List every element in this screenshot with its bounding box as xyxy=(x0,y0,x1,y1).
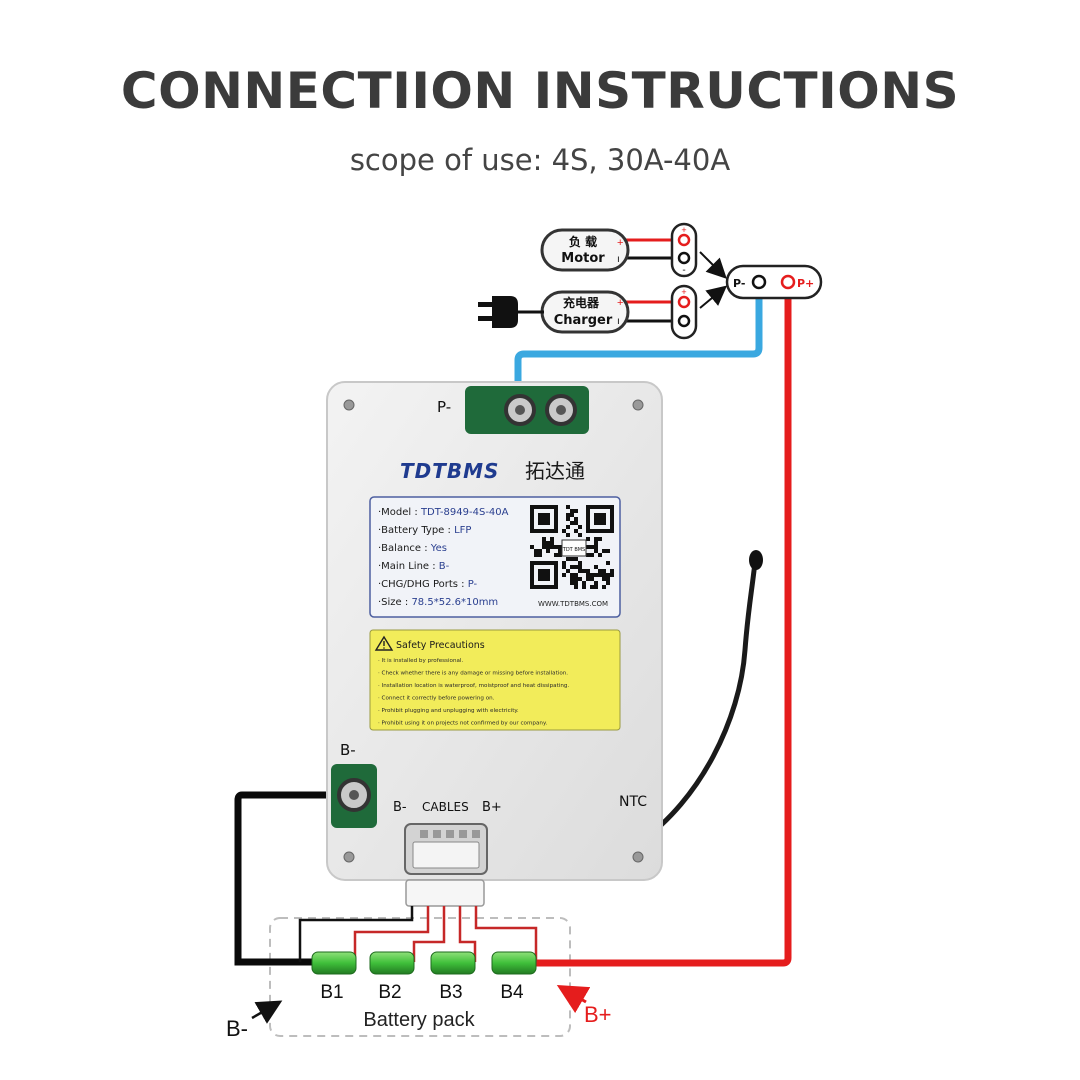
safety-heading: Safety Precautions xyxy=(396,640,485,651)
qr-badge xyxy=(561,539,587,557)
cables-label: CABLES xyxy=(422,800,469,814)
spec-row: ·Size : 78.5*52.6*10mm xyxy=(378,597,498,608)
battery-pack-outline xyxy=(269,917,571,1037)
safety-item: · It is installed by professional. xyxy=(378,658,463,664)
spec-row: ·Model : TDT-8949-4S-40A xyxy=(378,507,509,518)
battery-pack-label: Battery pack xyxy=(363,1009,475,1031)
battery-cell: B3 xyxy=(430,951,476,1003)
spec-value: TDT-8949-4S-40A xyxy=(420,507,509,518)
p-minus-wire xyxy=(514,282,763,412)
spec-key: ·Size : xyxy=(378,597,411,608)
load-en-label: Motor xyxy=(561,251,605,266)
load-to-p-arrow xyxy=(699,251,727,279)
load-plus-sign: + xyxy=(617,237,623,249)
spec-key: ·Battery Type : xyxy=(378,525,454,536)
page-subtitle: scope of use: 4S, 30A-40A xyxy=(349,143,731,177)
battery-cell: B1 xyxy=(311,951,357,1003)
battery-cells: B1 B2 B3 B4 xyxy=(311,951,537,1003)
cables-b-minus: B- xyxy=(393,800,407,815)
board-p-minus-label: P- xyxy=(437,398,451,416)
spec-key: ·Balance : xyxy=(378,543,431,554)
ntc-wire xyxy=(638,561,758,845)
spec-value: LFP xyxy=(454,525,471,536)
charger-to-p-arrow xyxy=(699,285,728,309)
spec-row: ·Balance : Yes xyxy=(378,543,447,554)
qr-code xyxy=(530,505,614,589)
battery-cell-label: B1 xyxy=(320,982,343,1003)
load-connector-minus: - xyxy=(682,265,685,276)
battery-cell-body xyxy=(491,951,537,975)
safety-item: · Installation location is waterproof, m… xyxy=(378,683,569,689)
battery-cell-body xyxy=(430,951,476,975)
power-plug-icon xyxy=(478,296,544,328)
b-minus-wire xyxy=(234,791,352,966)
safety-item: · Connect it correctly before powering o… xyxy=(378,696,495,702)
charger-connector: + xyxy=(670,284,698,340)
load-cn-label: 负 载 xyxy=(569,234,597,249)
charger-cn-label: 充电器 xyxy=(563,295,600,310)
cable-socket xyxy=(404,823,488,875)
spec-row: ·CHG/DHG Ports : P- xyxy=(378,579,478,590)
spec-value: 78.5*52.6*10mm xyxy=(411,597,498,608)
spec-key: ·Main Line : xyxy=(378,561,439,572)
brand-latin: TDTBMS xyxy=(400,459,499,483)
board-b-minus-label: B- xyxy=(340,741,356,759)
p-port-box: P- P+ xyxy=(725,264,823,300)
warning-icon xyxy=(374,635,394,651)
battery-cell-label: B3 xyxy=(439,982,462,1003)
safety-item: · Prohibit plugging and unplugging with … xyxy=(378,708,519,714)
pack-b-minus-label: B- xyxy=(226,1016,248,1041)
charger-en-label: Charger xyxy=(554,313,613,328)
safety-card xyxy=(369,629,621,731)
b-plus-wire xyxy=(535,282,792,967)
spec-row: ·Battery Type : LFP xyxy=(378,525,471,536)
cable-plug xyxy=(405,879,485,907)
p-minus-port-label: P- xyxy=(733,277,745,290)
pack-b-plus-arrow xyxy=(556,984,591,1014)
spec-value: B- xyxy=(439,561,450,572)
balance-wires xyxy=(298,906,538,962)
spec-value: P- xyxy=(468,579,478,590)
page-title: CONNECTIION INSTRUCTIONS xyxy=(120,62,960,120)
cables-b-plus: B+ xyxy=(482,800,502,815)
qr-badge-label: TDT BMS xyxy=(562,547,585,553)
p-plus-port-label: P+ xyxy=(797,277,814,290)
spec-row: ·Main Line : B- xyxy=(378,561,450,572)
load-connector: + - xyxy=(670,222,698,278)
safety-item: · Check whether there is any damage or m… xyxy=(378,671,568,677)
spec-rows: ·Model : TDT-8949-4S-40A ·Battery Type : … xyxy=(378,507,509,608)
safety-items: · It is installed by professional. · Chec… xyxy=(378,658,569,727)
spec-key: ·Model : xyxy=(378,507,421,518)
pack-b-minus-arrow xyxy=(251,1000,283,1024)
charger-minus-sign: ı xyxy=(617,316,620,327)
pack-b-plus-label: B+ xyxy=(584,1002,612,1027)
spec-key: ·CHG/DHG Ports : xyxy=(378,579,468,590)
spec-value: Yes xyxy=(430,543,447,554)
battery-cell-body xyxy=(311,951,357,975)
load-minus-sign: ı xyxy=(617,254,620,265)
website-url: WWW.TDTBMS.COM xyxy=(538,600,608,608)
battery-cell: B2 xyxy=(369,951,415,1003)
battery-cell: B4 xyxy=(491,951,537,1003)
charger-plus-sign: + xyxy=(617,297,623,309)
charger-connector-plus: + xyxy=(681,287,686,297)
brand-cn: 拓达通 xyxy=(525,459,585,483)
battery-cell-label: B2 xyxy=(378,982,401,1003)
load-box xyxy=(540,228,630,272)
ntc-probe xyxy=(749,550,763,570)
safety-item: · Prohibit using it on projects not conf… xyxy=(378,721,547,727)
load-connector-plus: + xyxy=(681,225,686,235)
battery-cell-label: B4 xyxy=(500,982,524,1003)
ntc-label: NTC xyxy=(619,794,647,810)
battery-cell-body xyxy=(369,951,415,975)
